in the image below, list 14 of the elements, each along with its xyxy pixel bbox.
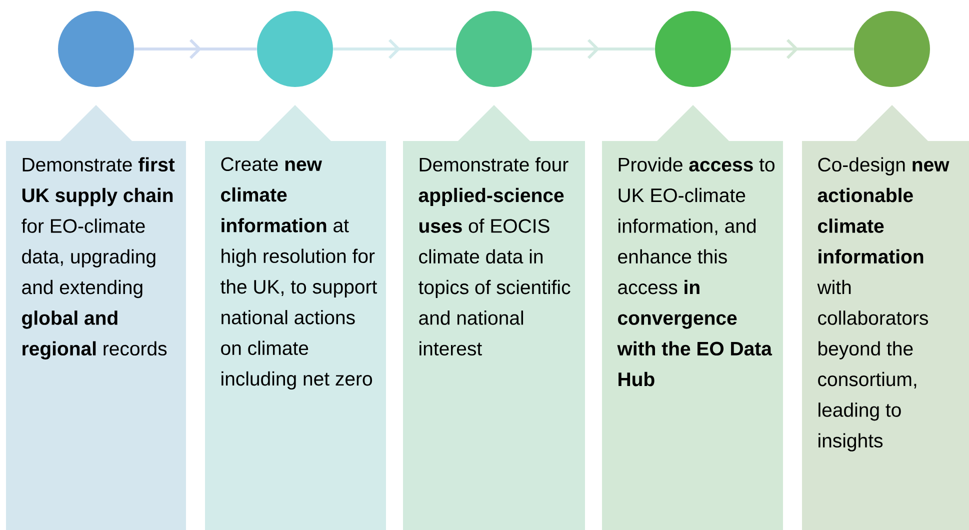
- milestone-circle: [854, 11, 930, 87]
- callout-box: Create new climate information at high resolution for the UK, to support national actions on climate including net zero: [205, 105, 386, 530]
- milestone-circle: [456, 11, 532, 87]
- arrow: [332, 38, 458, 60]
- arrow: [132, 38, 258, 60]
- milestone-circle: [58, 11, 134, 87]
- milestone-circle: [257, 11, 333, 87]
- callout-box: Provide access to UK EO-climate information, and enhance this access in convergence with the EO Data Hub: [602, 105, 783, 530]
- arrow: [530, 38, 656, 60]
- callout-box: Co-design new actionable climate information with collaborators beyond the consortium, leading to insights: [802, 105, 969, 530]
- arrow: [730, 38, 856, 60]
- milestone-circle: [655, 11, 731, 87]
- callout-box: Demonstrate first UK supply chain for EO-climate data, upgrading and extending global and regional records: [6, 105, 186, 530]
- callout-box: Demonstrate four applied-science uses of EOCIS climate data in topics of scientific and national interest: [403, 105, 585, 530]
